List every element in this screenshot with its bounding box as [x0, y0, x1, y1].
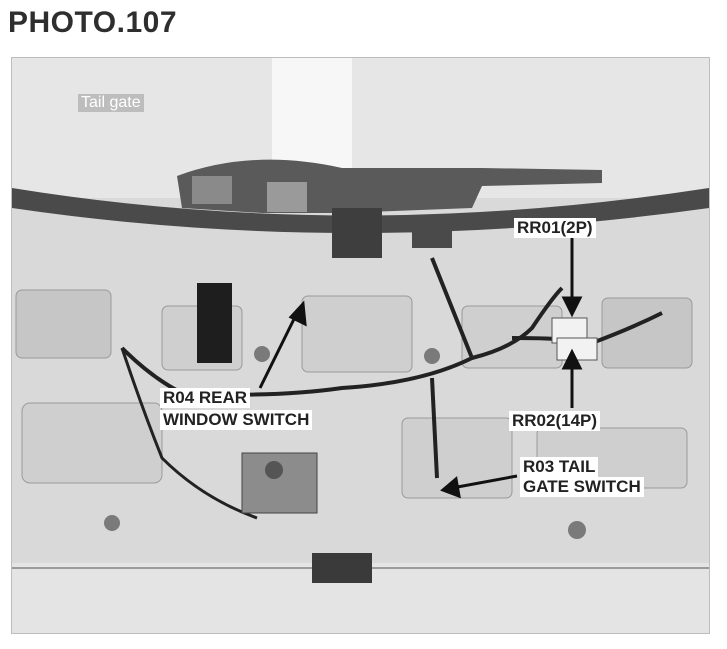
callout-rr01: RR01(2P) [514, 218, 596, 238]
callout-r04-line2: WINDOW SWITCH [160, 410, 313, 430]
tailgate-photo: Tail gate RR01(2P) RR02(14P) R03 TAIL GA… [11, 57, 710, 634]
tailgate-illustration [12, 58, 709, 633]
callout-rr02: RR02(14P) [509, 411, 601, 431]
page-title: PHOTO.107 [8, 6, 178, 39]
callout-r03-line1: R03 TAIL [520, 457, 599, 477]
callout-r04-line1: R04 REAR [160, 388, 251, 408]
area-label-tail-gate: Tail gate [78, 94, 144, 112]
callout-r03-line2: GATE SWITCH [520, 477, 644, 497]
